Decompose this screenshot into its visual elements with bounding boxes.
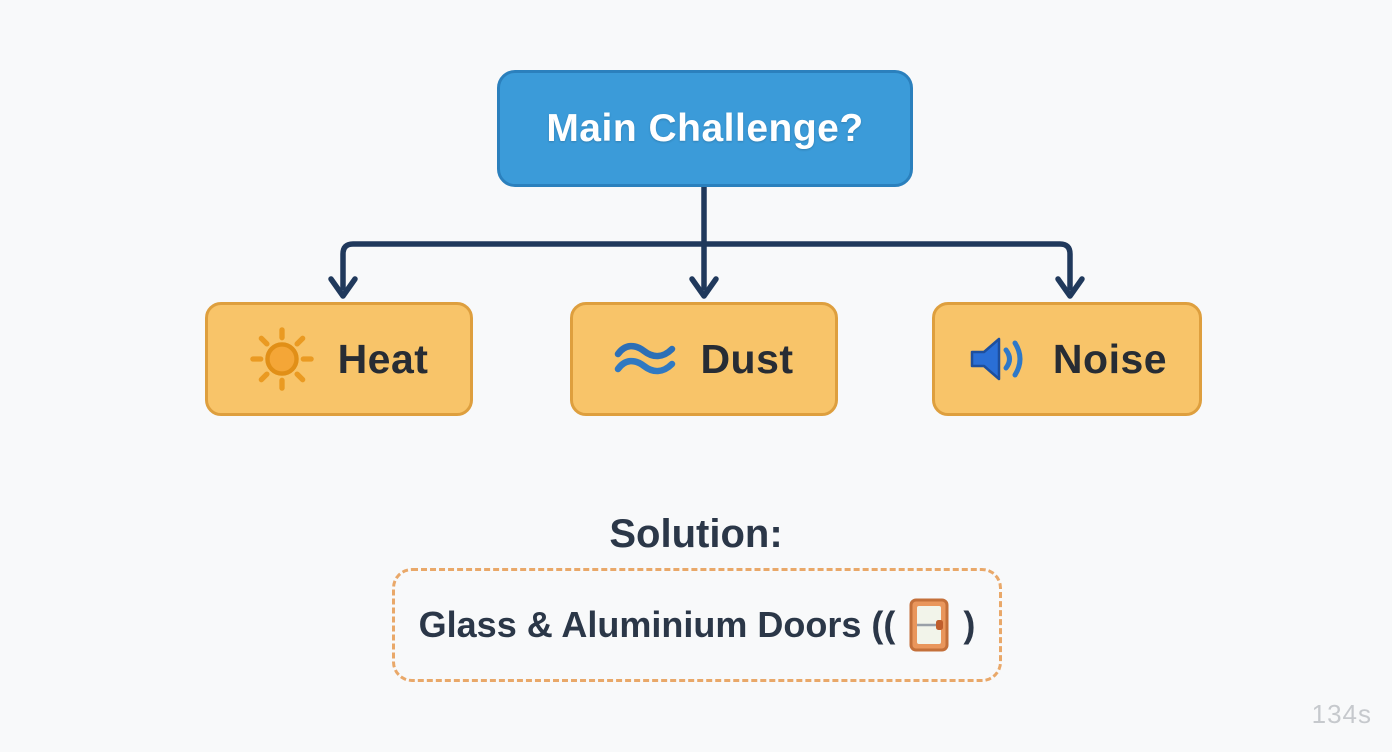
solution-box: Glass & Aluminium Doors (( ): [392, 568, 1002, 682]
node-noise-label: Noise: [1052, 335, 1168, 382]
root-node-label: Main Challenge?: [546, 106, 864, 150]
speaker-icon: [967, 331, 1029, 387]
solution-heading: Solution:: [609, 512, 783, 556]
solution-text-before: Glass & Aluminium Doors ((: [418, 604, 896, 645]
arrowhead-left: [328, 276, 358, 299]
node-dust: Dust: [570, 302, 838, 416]
node-heat-label: Heat: [337, 335, 429, 382]
root-node-main-challenge: Main Challenge?: [497, 70, 913, 187]
node-heat: Heat: [205, 302, 473, 416]
timestamp-watermark: 134s: [1311, 699, 1372, 729]
solution-text-after: ): [963, 604, 976, 645]
connector-rail: [340, 241, 1073, 291]
arrowhead-right: [1055, 276, 1085, 299]
node-noise: Noise: [932, 302, 1202, 416]
door-icon: [909, 598, 949, 652]
arrowhead-center: [689, 276, 719, 299]
waves-icon: [614, 338, 676, 380]
sun-icon: [249, 327, 314, 391]
node-dust-label: Dust: [700, 335, 794, 382]
